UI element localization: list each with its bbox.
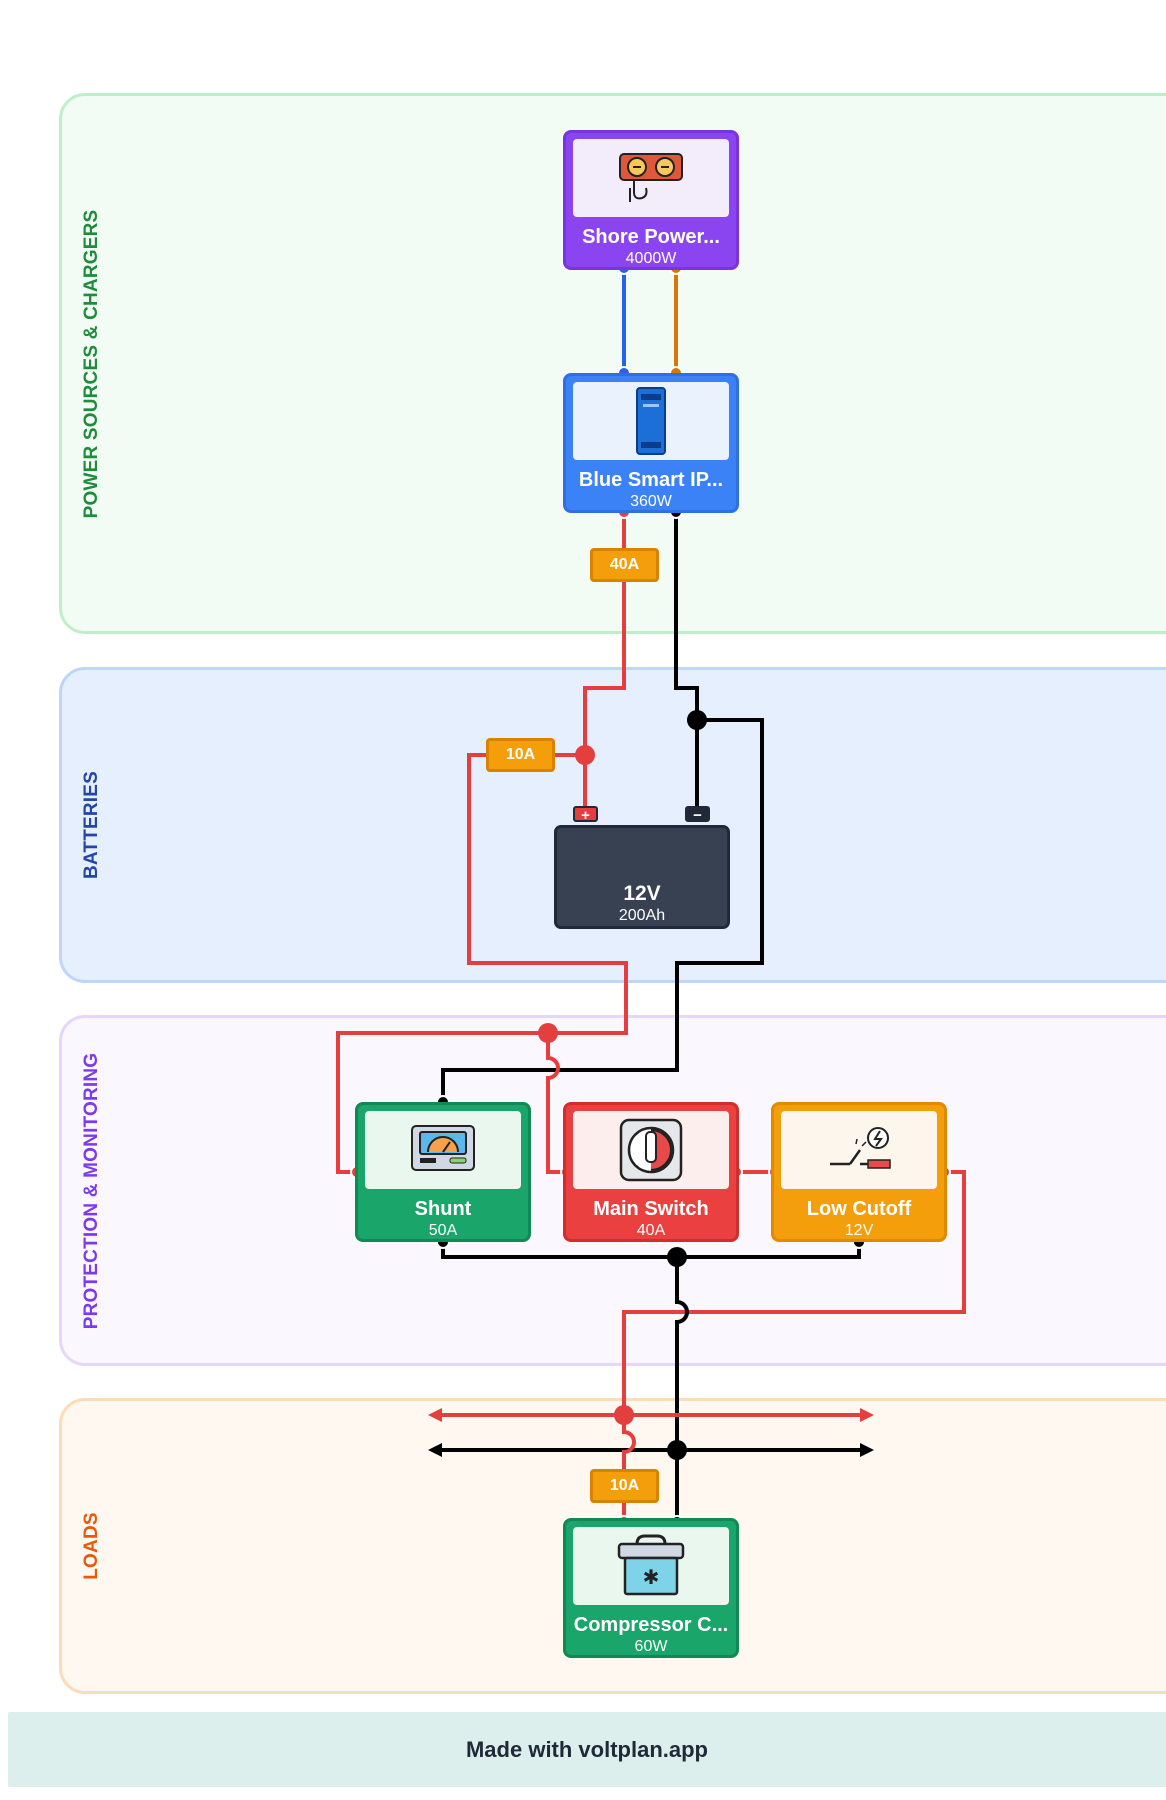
main-switch-title: Main Switch [593, 1198, 709, 1220]
fuse-10a-battery[interactable]: 10A [486, 738, 555, 772]
battery-negative-terminal[interactable]: − [685, 806, 710, 823]
battery-voltage: 12V [623, 882, 661, 905]
node-shore-power[interactable]: Shore Power... 4000W [563, 130, 739, 270]
cutoff-to-bus-wire [622, 1170, 966, 1415]
busbar-arrows [428, 1408, 874, 1457]
compressor-rating: 60W [634, 1638, 668, 1655]
shore-power-title: Shore Power... [582, 226, 720, 248]
node-low-cutoff[interactable]: Low Cutoff 12V [771, 1102, 947, 1242]
svg-text:✱: ✱ [643, 1565, 660, 1589]
shunt-title: Shunt [414, 1198, 472, 1220]
shunt-meter-icon [365, 1111, 521, 1189]
battery-capacity: 200Ah [618, 907, 666, 924]
load-positive-drop [622, 1415, 636, 1522]
footer-banner: Made with voltplan.app [8, 1712, 1166, 1787]
battery-charger-icon [573, 382, 729, 460]
footer-credit[interactable]: Made with voltplan.app [465, 1737, 708, 1762]
battery-positive-terminal[interactable]: + [573, 806, 598, 823]
positive-to-shunt-left [336, 1031, 548, 1174]
negative-return-bus [441, 1242, 861, 1259]
low-voltage-cutoff-icon [781, 1111, 937, 1189]
low-cutoff-rating: 12V [844, 1222, 874, 1239]
fuse-40a[interactable]: 40A [590, 548, 659, 582]
shore-power-outlet-icon [573, 139, 729, 217]
fuse-10a-load[interactable]: 10A [590, 1469, 659, 1503]
junction-dots [538, 710, 707, 1460]
low-cutoff-title: Low Cutoff [806, 1198, 912, 1220]
positive-to-main-switch [546, 1033, 567, 1174]
compressor-cooler-icon: ✱ [573, 1527, 729, 1605]
charger-negative-wire [674, 512, 699, 806]
main-switch-rating: 40A [636, 1222, 666, 1239]
node-battery[interactable]: 12V 200Ah [554, 825, 730, 929]
node-shunt[interactable]: Shunt 50A [355, 1102, 531, 1242]
node-charger[interactable]: Blue Smart IP... 360W [563, 373, 739, 513]
node-main-switch[interactable]: Main Switch 40A [563, 1102, 739, 1242]
shore-power-rating: 4000W [625, 250, 677, 267]
charger-title: Blue Smart IP... [578, 469, 724, 491]
node-compressor-cooler[interactable]: ✱ Compressor C... 60W [563, 1518, 739, 1658]
compressor-title: Compressor C... [573, 1614, 729, 1636]
charger-positive-wire [583, 512, 626, 806]
battery-switch-icon [573, 1111, 729, 1189]
battery-negative-loop [441, 718, 764, 1102]
shunt-rating: 50A [428, 1222, 458, 1239]
charger-rating: 360W [630, 493, 672, 510]
negative-drop [675, 1257, 689, 1450]
